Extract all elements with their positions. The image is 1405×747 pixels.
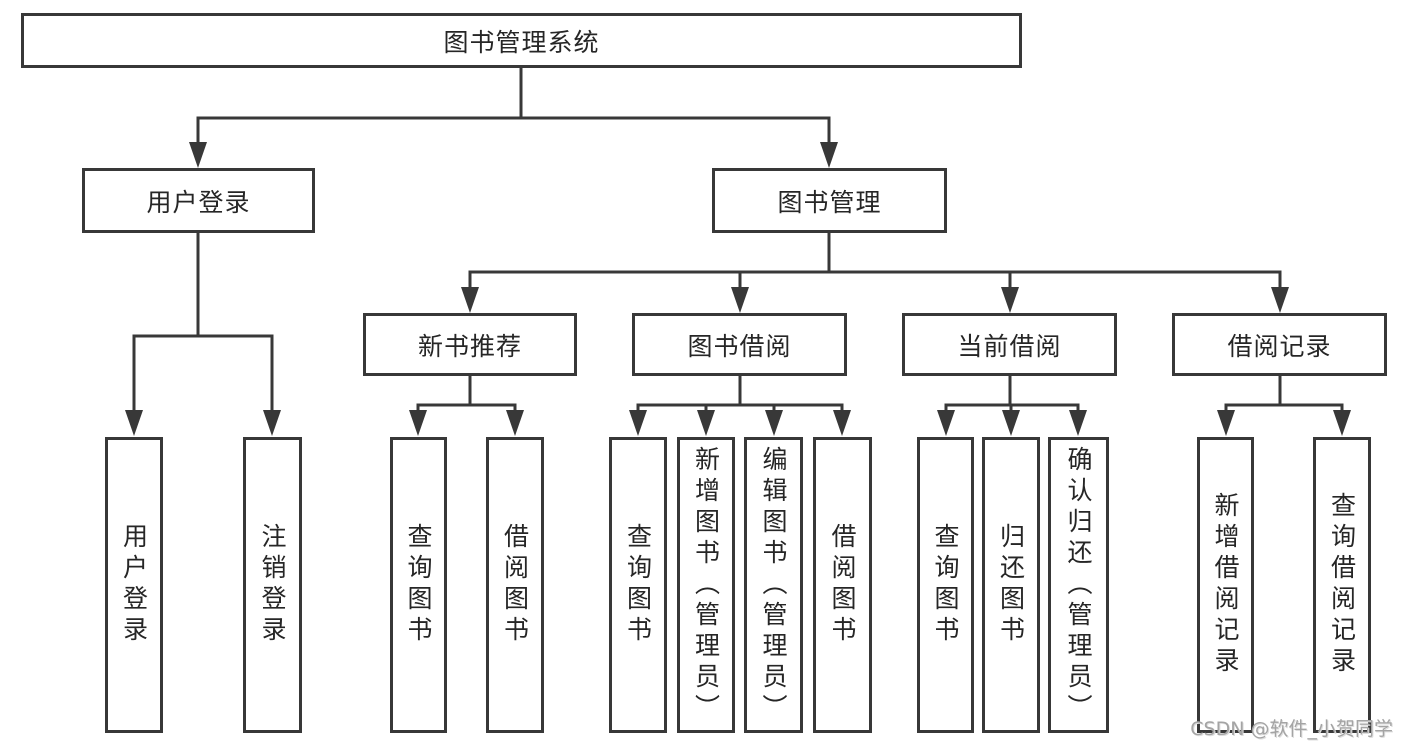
leaf-borrow-edit-books-admin: 编辑图书（管理员） [744, 437, 803, 733]
leaf-recommend-borrow-books-label: 借阅图书 [500, 523, 530, 647]
node-book-borrow-label: 图书借阅 [687, 331, 792, 361]
leaf-user-login-label: 用户登录 [119, 523, 149, 647]
leaf-borrow-query-books-label: 查询图书 [623, 523, 653, 647]
leaf-records-add-record: 新增借阅记录 [1197, 437, 1254, 733]
leaf-records-query-record: 查询借阅记录 [1313, 437, 1371, 733]
leaf-current-return-books-label: 归还图书 [996, 523, 1026, 647]
leaf-borrow-borrow-books: 借阅图书 [813, 437, 872, 733]
leaf-logout: 注销登录 [243, 437, 302, 733]
node-book-borrow: 图书借阅 [632, 313, 847, 376]
node-root-library-system: 图书管理系统 [21, 13, 1022, 68]
node-borrow-records: 借阅记录 [1172, 313, 1387, 376]
node-current-borrow: 当前借阅 [902, 313, 1117, 376]
leaf-borrow-add-books-admin-label: 新增图书（管理员） [691, 445, 721, 725]
leaf-current-query-books-label: 查询图书 [931, 523, 960, 647]
leaf-recommend-query-books: 查询图书 [390, 437, 447, 733]
leaf-current-confirm-return-admin-label: 确认归还（管理员） [1064, 445, 1093, 725]
leaf-borrow-edit-books-admin-label: 编辑图书（管理员） [759, 445, 788, 725]
node-root-label: 图书管理系统 [443, 27, 600, 57]
leaf-recommend-borrow-books: 借阅图书 [486, 437, 544, 733]
node-new-book-recommend: 新书推荐 [363, 313, 577, 376]
node-book-management: 图书管理 [712, 168, 947, 233]
csdn-watermark: CSDN @软件_小贺同学 [1190, 718, 1393, 740]
node-book-management-label: 图书管理 [777, 187, 882, 217]
node-new-book-recommend-label: 新书推荐 [417, 331, 522, 361]
leaf-current-return-books: 归还图书 [982, 437, 1040, 733]
node-user-login-label: 用户登录 [146, 187, 251, 217]
leaf-recommend-query-books-label: 查询图书 [404, 523, 433, 647]
leaf-borrow-add-books-admin: 新增图书（管理员） [677, 437, 735, 733]
leaf-records-add-record-label: 新增借阅记录 [1211, 492, 1240, 678]
leaf-borrow-query-books: 查询图书 [609, 437, 667, 733]
leaf-borrow-borrow-books-label: 借阅图书 [828, 523, 857, 647]
leaf-current-confirm-return-admin: 确认归还（管理员） [1048, 437, 1109, 733]
node-borrow-records-label: 借阅记录 [1227, 331, 1332, 361]
leaf-current-query-books: 查询图书 [917, 437, 974, 733]
arrowheads [125, 142, 1351, 436]
leaf-user-login: 用户登录 [105, 437, 163, 733]
leaf-logout-label: 注销登录 [258, 523, 287, 647]
node-user-login: 用户登录 [82, 168, 315, 233]
leaf-records-query-record-label: 查询借阅记录 [1327, 492, 1357, 678]
node-current-borrow-label: 当前借阅 [957, 331, 1062, 361]
